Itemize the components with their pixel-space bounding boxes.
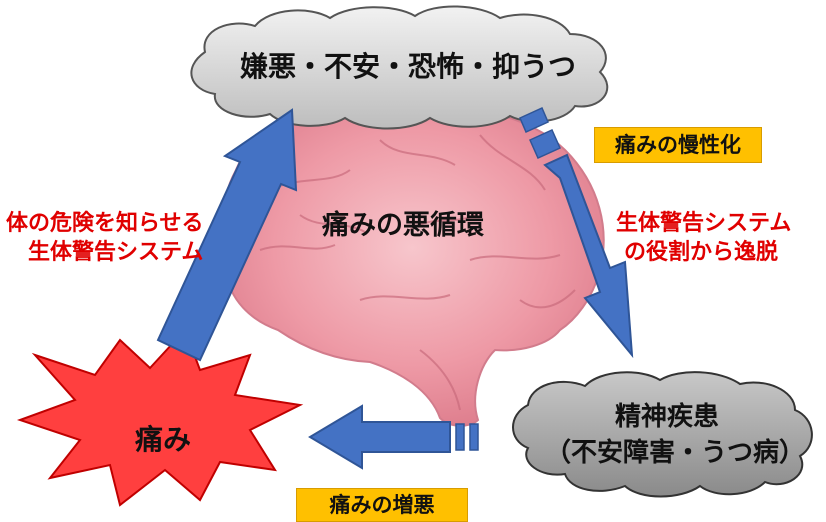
center-title: 痛みの悪循環 [322,210,484,241]
pain-label: 痛み [135,423,192,456]
chronic-label: 痛みの慢性化 [594,127,762,163]
top-cloud-text: 嫌悪・不安・恐怖・抑うつ [240,50,577,83]
left-text-line-2: 生体警告システム [28,240,204,265]
bottom-cloud-line-2: （不安障害・うつ病） [545,438,806,468]
worsening-label: 痛みの増悪 [296,488,468,522]
bottom-cloud-line-1: 精神疾患 [615,402,720,432]
arrow-down-right [519,107,634,359]
right-text-line-1: 生体警告システム [616,211,792,236]
arrow-left [308,404,479,470]
left-text-line-1: 体の危険を知らせる [6,211,204,236]
bottom-cloud-shape [512,371,813,498]
pain-starburst-shape [16,328,304,507]
right-text-line-2: の役割から逸脱 [624,240,779,265]
arrow-up-left [156,108,298,362]
